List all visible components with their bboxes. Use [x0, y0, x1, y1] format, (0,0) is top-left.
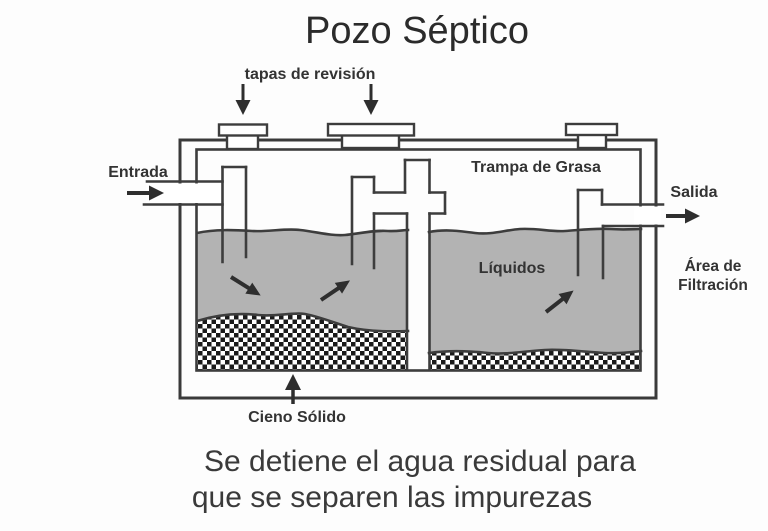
- inspection-cap-center: [326, 122, 416, 150]
- inspection-cap-arrow-left: [235, 84, 251, 115]
- divider-wall: [405, 212, 431, 372]
- inspection-cap-arrow-right: [363, 84, 379, 115]
- inlet-baffle-tee: [221, 165, 248, 264]
- flow-arrow-left-down: [229, 275, 261, 296]
- caption-line1: Se detiene el agua residual para: [204, 445, 636, 478]
- inspection-cap-left: [217, 123, 269, 151]
- tank-outer-wall: [178, 138, 658, 400]
- sludge-left-chamber: [195, 312, 410, 370]
- filtration-area-label-line1: Área de: [685, 258, 742, 275]
- inlet-pipe: [142, 180, 224, 206]
- tank-inner-wall: [195, 148, 642, 372]
- liquid-surface-left: [195, 228, 410, 237]
- flow-arrow-right-up: [544, 290, 574, 314]
- sludge-right-chamber: [427, 348, 643, 370]
- liquid-surface-right: [427, 227, 643, 235]
- sludge-pointer-arrow: [285, 374, 301, 404]
- filtration-area-label-line2: Filtración: [678, 277, 748, 294]
- caption-line2: que se separen las impurezas: [192, 481, 592, 514]
- outlet-flow-arrow: [666, 208, 700, 224]
- inspection-caps-label: tapas de revisión: [245, 66, 376, 83]
- flow-arrow-left-up: [319, 280, 351, 302]
- inspection-cap-right: [564, 122, 619, 150]
- outlet-pipe: [576, 188, 665, 280]
- liquid-right-chamber: [429, 228, 641, 370]
- outlet-label: Salida: [670, 184, 717, 201]
- solid-sludge-label: Cieno Sólido: [248, 409, 346, 426]
- center-tee-pipe: [350, 158, 447, 270]
- liquids-label: Líquidos: [479, 260, 546, 277]
- inlet-flow-arrow: [127, 185, 164, 201]
- grease-trap-label: Trampa de Grasa: [471, 159, 601, 176]
- inlet-label: Entrada: [108, 164, 168, 181]
- diagram-title: Pozo Séptico: [305, 10, 529, 52]
